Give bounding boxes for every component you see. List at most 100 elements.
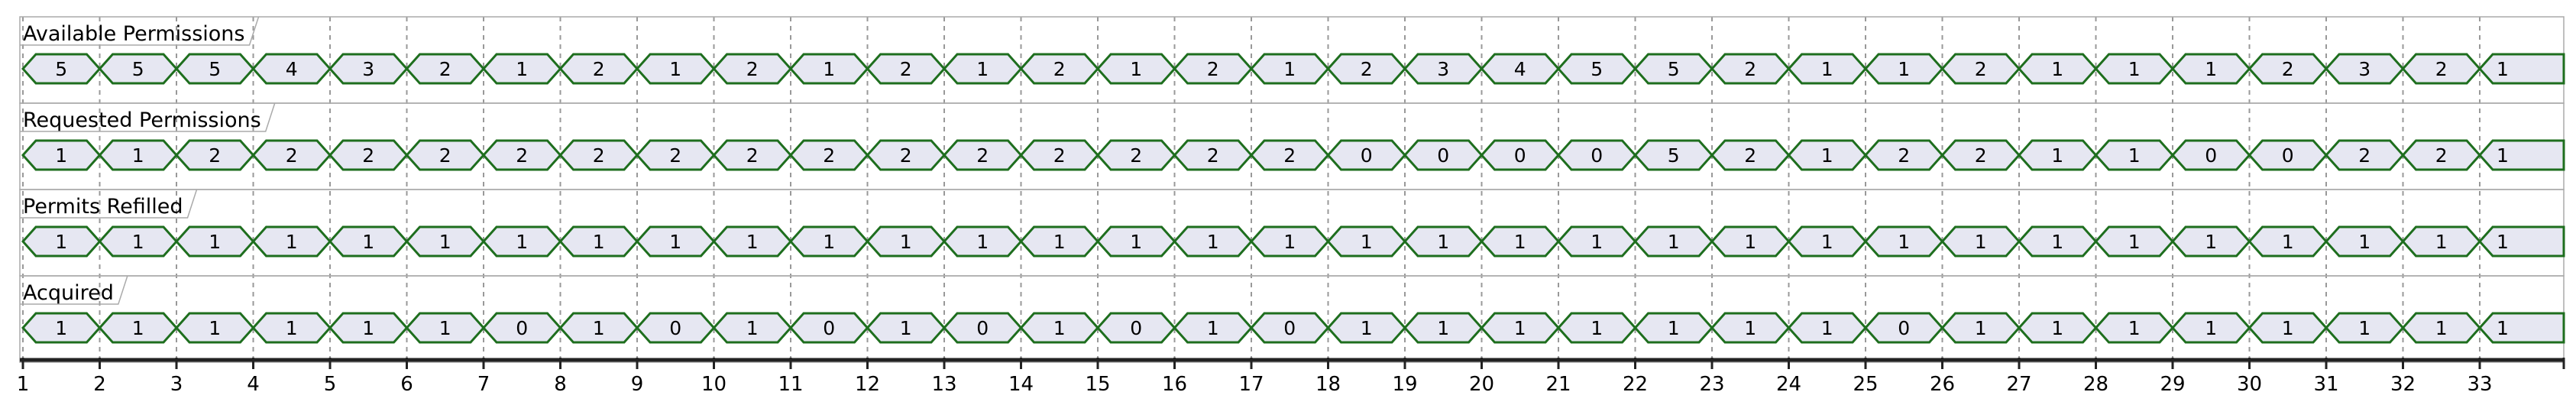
signal-value-label: 1 [439, 231, 451, 253]
signal-value-label: 1 [2205, 317, 2217, 339]
tick-label: 6 [400, 373, 413, 396]
signal-value-label: 2 [900, 58, 912, 80]
signal-value-label: 0 [823, 317, 835, 339]
label-tab [20, 189, 198, 219]
signal-value-label: 1 [2128, 231, 2141, 253]
signal-value-label: 1 [2051, 58, 2063, 80]
signal-value-label: 1 [2497, 317, 2509, 339]
tick-label: 8 [554, 373, 567, 396]
tick-label: 15 [1085, 373, 1110, 396]
signal-value-label: 1 [209, 317, 221, 339]
signal-value-label: 1 [1283, 231, 1296, 253]
signal-value-label: 5 [209, 58, 221, 80]
signal-value-label: 1 [55, 317, 67, 339]
label-tab [20, 275, 128, 305]
signal-value-label: 1 [362, 317, 374, 339]
signal-value-label: 1 [976, 231, 989, 253]
tick-label: 17 [1238, 373, 1264, 396]
signal-value-label: 3 [2358, 58, 2371, 80]
tick-label: 30 [2237, 373, 2262, 396]
signal-value-label: 5 [132, 58, 144, 80]
signal-value-label: 2 [746, 144, 759, 167]
signal-value-label: 1 [1207, 317, 1219, 339]
signal-value-label: 2 [593, 144, 605, 167]
signal-value-label: 2 [1975, 144, 1987, 167]
signal-value-label: 1 [2051, 144, 2063, 167]
signal-value-label: 1 [439, 317, 451, 339]
tick-label: 31 [2313, 373, 2338, 396]
signal-value-label: 1 [2205, 58, 2217, 80]
signal-value-label: 1 [823, 58, 835, 80]
signal-value-label: 1 [2435, 317, 2448, 339]
signal-value-label: 1 [1053, 317, 1066, 339]
signal-value-label: 2 [746, 58, 759, 80]
signal-value-label: 1 [362, 231, 374, 253]
tick-label: 11 [778, 373, 803, 396]
tick-label: 28 [2083, 373, 2108, 396]
tick-label: 3 [170, 373, 183, 396]
tick-label: 2 [93, 373, 106, 396]
signal-value-label: 0 [1514, 144, 1526, 167]
signal-value-label: 1 [1898, 231, 1910, 253]
signal-value-label: 1 [2282, 231, 2294, 253]
signal-value-label: 1 [976, 58, 989, 80]
signal-value-label: 1 [132, 317, 144, 339]
signal-value-label: 1 [2497, 58, 2509, 80]
signal-value-label: 3 [1437, 58, 1449, 80]
signal-value-label: 1 [1514, 231, 1526, 253]
signal-value-label: 1 [1514, 317, 1526, 339]
tick-label: 9 [631, 373, 644, 396]
signal-rows: Available Permissions 5 5 5 4 3 2 1 2 1 2 1 2 1 2 1 2 1 2 3… [19, 16, 2565, 363]
tick-label: 14 [1008, 373, 1034, 396]
signal-value-label: 2 [1361, 58, 1373, 80]
tick-label: 33 [2467, 373, 2492, 396]
signal-value-label: 2 [2282, 58, 2294, 80]
signal-value-label: 0 [1591, 144, 1603, 167]
signal-value-label: 2 [286, 144, 298, 167]
signal-name-label: Requested Permissions [23, 109, 261, 132]
signal-value-label: 2 [2435, 144, 2448, 167]
signal-value-label: 5 [1668, 144, 1680, 167]
signal-value-label: 1 [1668, 317, 1680, 339]
signal-value-label: 0 [516, 317, 528, 339]
tick-label: 20 [1469, 373, 1494, 396]
signal-name-label: Available Permissions [23, 22, 245, 46]
signal-value-label: 2 [823, 144, 835, 167]
signal-value-label: 2 [1283, 144, 1296, 167]
signal-cell [2477, 312, 2565, 344]
signal-value-label: 1 [2358, 231, 2371, 253]
tick-label: 10 [701, 373, 727, 396]
signal-value-label: 1 [1361, 317, 1373, 339]
signal-value-label: 2 [209, 144, 221, 167]
signal-value-label: 2 [439, 58, 451, 80]
signal-value-label: 1 [1053, 231, 1066, 253]
signal-value-label: 2 [593, 58, 605, 80]
signal-value-label: 3 [362, 58, 374, 80]
signal-value-label: 1 [1591, 317, 1603, 339]
signal-value-label: 2 [1053, 144, 1066, 167]
signal-value-label: 2 [439, 144, 451, 167]
signal-cell [2477, 53, 2565, 85]
signal-value-label: 5 [55, 58, 67, 80]
signal-value-label: 2 [1898, 144, 1910, 167]
signal-value-label: 1 [1821, 317, 1833, 339]
signal-value-label: 1 [1361, 231, 1373, 253]
signal-value-label: 1 [2051, 317, 2063, 339]
signal-value-label: 1 [516, 231, 528, 253]
tick-label: 7 [477, 373, 490, 396]
signal-value-label: 4 [1514, 58, 1526, 80]
signal-value-label: 1 [2051, 231, 2063, 253]
grid-lines [22, 17, 2481, 360]
signal-value-label: 1 [593, 317, 605, 339]
signal-value-label: 2 [1207, 144, 1219, 167]
signal-value-label: 1 [286, 317, 298, 339]
tick-label: 29 [2160, 373, 2185, 396]
tick-label: 21 [1545, 373, 1571, 396]
signal-value-label: 1 [669, 58, 681, 80]
signal-value-label: 1 [900, 231, 912, 253]
signal-value-label: 1 [2128, 58, 2141, 80]
tick-label: 23 [1699, 373, 1724, 396]
tick-label: 18 [1316, 373, 1341, 396]
signal-value-label: 1 [2205, 231, 2217, 253]
